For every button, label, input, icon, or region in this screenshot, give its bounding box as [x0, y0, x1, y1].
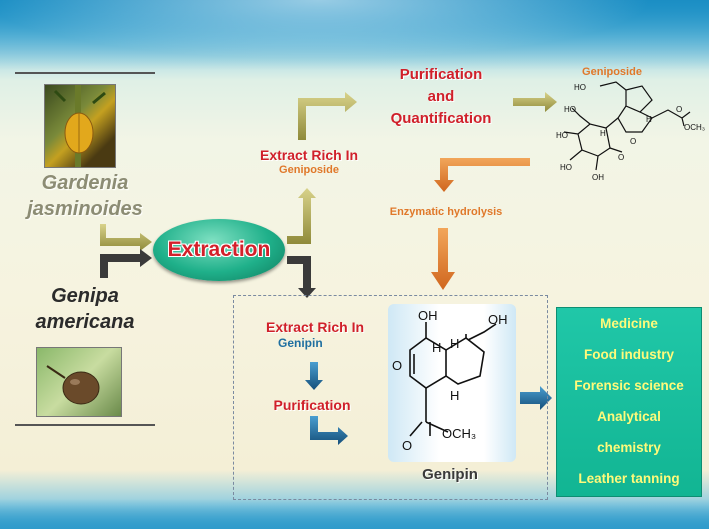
- genipa-label: Genipa americana: [10, 283, 160, 335]
- svg-text:OCH₃: OCH₃: [684, 123, 705, 132]
- svg-text:O: O: [392, 358, 402, 373]
- extraction-to-geniposide-extract-arrow: [287, 188, 316, 244]
- genipin-structure: OH OH O H H O OCH₃ H: [392, 308, 508, 453]
- genipin-extract-node: Extract Rich In Genipin: [250, 318, 380, 350]
- purification-line-1: Purification: [399, 66, 483, 83]
- water-background-top: [0, 0, 709, 70]
- extraction-to-genipin-extract-arrow: [287, 256, 316, 298]
- application-food-industry: Food industry: [584, 347, 674, 362]
- hydrolysis-to-genipin-arrow: [431, 228, 455, 290]
- geniposide-extract-node: Extract Rich In Geniposide: [244, 146, 374, 176]
- genipin-process-box: [233, 295, 548, 500]
- purification-line-3: Quantification: [390, 110, 492, 127]
- svg-text:O: O: [402, 438, 412, 453]
- svg-text:O: O: [630, 137, 636, 146]
- purification-line-2: and: [427, 88, 455, 105]
- svg-text:H: H: [600, 129, 606, 138]
- svg-text:H: H: [646, 115, 652, 124]
- genipin-to-applications-arrow: [520, 386, 552, 410]
- gardenia-species: jasminoides: [27, 198, 143, 220]
- genipin-extract-compound: Genipin: [278, 336, 323, 350]
- top-divider-line: [15, 72, 155, 74]
- svg-text:O: O: [618, 153, 624, 162]
- svg-text:HO: HO: [556, 131, 568, 140]
- genipa-photo: [36, 347, 122, 417]
- extraction-node: Extraction: [153, 219, 285, 281]
- application-analytical: Analytical: [597, 409, 661, 424]
- genipa-fruit-icon: [46, 365, 100, 405]
- gardenia-label: Gardenia jasminoides: [10, 170, 160, 222]
- extraction-label: Extraction: [167, 238, 271, 261]
- water-background-bottom: [0, 499, 709, 529]
- extract-to-purification-arrow: [298, 92, 357, 140]
- gardenia-photo: [44, 84, 116, 168]
- application-leather-tanning: Leather tanning: [578, 471, 680, 486]
- geniposide-extract-title: Extract Rich In: [259, 147, 359, 163]
- purification-to-genipin-arrow: [310, 416, 348, 445]
- genipin-extract-title: Extract Rich In: [265, 319, 365, 335]
- geniposide-to-hydrolysis-arrow: [434, 158, 530, 192]
- svg-text:H: H: [432, 340, 441, 355]
- svg-text:O: O: [676, 105, 682, 114]
- svg-text:OH: OH: [488, 312, 508, 327]
- application-forensic-science: Forensic science: [574, 378, 684, 393]
- svg-text:HO: HO: [560, 163, 572, 172]
- svg-text:H: H: [450, 336, 459, 351]
- geniposide-structure: HO O OCH₃ H O HO HO HO OH O H: [556, 81, 705, 182]
- geniposide-structure-label: Geniposide: [582, 66, 642, 78]
- application-medicine: Medicine: [600, 316, 658, 331]
- svg-text:HO: HO: [564, 105, 576, 114]
- applications-box: Medicine Food industry Forensic science …: [556, 307, 702, 497]
- svg-text:OCH₃: OCH₃: [442, 426, 476, 441]
- genipin-structure-label: Genipin: [422, 466, 478, 483]
- gardenia-genus: Gardenia: [41, 172, 129, 194]
- svg-text:OH: OH: [418, 308, 438, 323]
- gardenia-fruit-icon: [53, 85, 106, 167]
- bottom-divider-line: [15, 424, 155, 426]
- genipin-structure-panel: OH OH O H H O OCH₃ H: [388, 304, 516, 462]
- application-chemistry: chemistry: [597, 440, 661, 455]
- genipin-purification-label: Purification: [273, 397, 351, 413]
- svg-text:H: H: [450, 388, 459, 403]
- genipa-genus: Genipa: [51, 285, 119, 307]
- extract-to-genipin-purification-arrow: [305, 362, 323, 390]
- purification-quantification-node: Purification and Quantification: [366, 64, 516, 130]
- genipa-species: americana: [35, 311, 135, 333]
- svg-text:HO: HO: [574, 83, 586, 92]
- enzymatic-hydrolysis-label: Enzymatic hydrolysis: [389, 206, 503, 218]
- geniposide-extract-compound: Geniposide: [279, 164, 339, 176]
- purification-to-geniposide-arrow: [513, 92, 557, 112]
- svg-text:OH: OH: [592, 173, 604, 182]
- gardenia-to-extraction-arrow: [100, 224, 152, 251]
- genipa-to-extraction-arrow: [100, 249, 152, 278]
